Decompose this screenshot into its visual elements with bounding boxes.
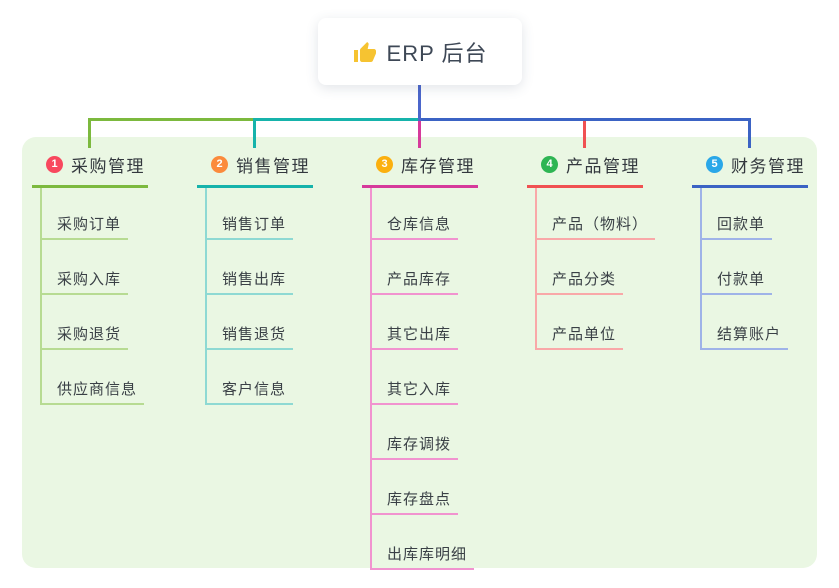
branch-children: 采购订单 采购入库 采购退货 供应商信息: [32, 188, 148, 405]
child-label: 产品分类: [552, 270, 617, 288]
branch-children: 产品（物料） 产品分类 产品单位: [527, 188, 656, 350]
connector-drop-3: [418, 118, 421, 148]
child-label: 仓库信息: [387, 215, 452, 233]
diagram-panel: [22, 137, 817, 568]
child-node[interactable]: 产品分类: [535, 240, 624, 295]
branch-4: 4 产品管理 产品（物料） 产品分类 产品单位: [527, 146, 656, 350]
branch-children: 销售订单 销售出库 销售退货 客户信息: [197, 188, 313, 405]
child-label: 采购退货: [57, 325, 122, 343]
child-label: 采购订单: [57, 215, 122, 233]
child-node[interactable]: 产品（物料）: [535, 188, 656, 240]
root-title: ERP 后台: [386, 40, 488, 66]
connector-drop-2: [253, 118, 256, 148]
branch-child-connector: [40, 188, 42, 405]
child-label: 出库库明细: [387, 545, 468, 563]
branch-children: 回款单 付款单 结算账户: [692, 188, 808, 350]
thumbs-up-icon: [353, 41, 377, 65]
child-label: 其它出库: [387, 325, 452, 343]
child-node[interactable]: 结算账户: [700, 295, 789, 350]
child-label: 产品库存: [387, 270, 452, 288]
branch-5: 5 财务管理 回款单 付款单 结算账户: [692, 146, 808, 350]
branch-child-connector: [205, 188, 207, 405]
child-node[interactable]: 其它入库: [370, 350, 459, 405]
child-node[interactable]: 采购订单: [40, 188, 129, 240]
connector-spine-left: [88, 118, 256, 121]
root-node[interactable]: ERP 后台: [318, 18, 522, 85]
child-node[interactable]: 采购入库: [40, 240, 129, 295]
branch-number-badge: 1: [46, 156, 63, 173]
branch-3: 3 库存管理 仓库信息 产品库存 其它出库 其它入库 库存调拨 库存盘点 出库库…: [362, 146, 478, 570]
child-node[interactable]: 供应商信息: [40, 350, 145, 405]
child-node[interactable]: 客户信息: [205, 350, 294, 405]
branch-header[interactable]: 5 财务管理: [692, 146, 808, 188]
branch-number-badge: 4: [541, 156, 558, 173]
branch-label: 销售管理: [236, 157, 310, 176]
branch-header[interactable]: 1 采购管理: [32, 146, 148, 188]
child-label: 销售退货: [222, 325, 287, 343]
child-label: 回款单: [717, 215, 766, 233]
child-label: 供应商信息: [57, 380, 138, 398]
child-label: 结算账户: [717, 325, 782, 343]
branch-number-badge: 2: [211, 156, 228, 173]
child-label: 产品单位: [552, 325, 617, 343]
branch-child-connector: [535, 188, 537, 350]
connector-drop-5: [748, 118, 751, 148]
child-label: 采购入库: [57, 270, 122, 288]
branch-number-badge: 3: [376, 156, 393, 173]
branch-label: 库存管理: [401, 157, 475, 176]
connector-spine-right: [418, 118, 751, 121]
child-node[interactable]: 销售出库: [205, 240, 294, 295]
child-label: 销售订单: [222, 215, 287, 233]
child-label: 其它入库: [387, 380, 452, 398]
child-node[interactable]: 其它出库: [370, 295, 459, 350]
branch-number-badge: 5: [706, 156, 723, 173]
child-label: 库存调拨: [387, 435, 452, 453]
branch-child-connector: [370, 188, 372, 570]
child-node[interactable]: 产品库存: [370, 240, 459, 295]
child-node[interactable]: 库存调拨: [370, 405, 459, 460]
connector-drop-1: [88, 118, 91, 148]
child-label: 库存盘点: [387, 490, 452, 508]
connector-drop-4: [583, 118, 586, 148]
child-node[interactable]: 库存盘点: [370, 460, 459, 515]
branch-label: 财务管理: [731, 157, 805, 176]
root-connector: [418, 85, 421, 121]
branch-header[interactable]: 3 库存管理: [362, 146, 478, 188]
child-node[interactable]: 出库库明细: [370, 515, 475, 570]
child-label: 付款单: [717, 270, 766, 288]
child-label: 客户信息: [222, 380, 287, 398]
branch-child-connector: [700, 188, 702, 350]
child-label: 产品（物料）: [552, 215, 649, 233]
branch-label: 采购管理: [71, 157, 145, 176]
branch-header[interactable]: 2 销售管理: [197, 146, 313, 188]
child-node[interactable]: 销售退货: [205, 295, 294, 350]
branch-header[interactable]: 4 产品管理: [527, 146, 643, 188]
child-node[interactable]: 仓库信息: [370, 188, 459, 240]
connector-spine-midleft: [253, 118, 421, 121]
child-node[interactable]: 回款单: [700, 188, 773, 240]
child-label: 销售出库: [222, 270, 287, 288]
child-node[interactable]: 产品单位: [535, 295, 624, 350]
branch-2: 2 销售管理 销售订单 销售出库 销售退货 客户信息: [197, 146, 313, 405]
branch-1: 1 采购管理 采购订单 采购入库 采购退货 供应商信息: [32, 146, 148, 405]
child-node[interactable]: 销售订单: [205, 188, 294, 240]
branch-label: 产品管理: [566, 157, 640, 176]
branch-children: 仓库信息 产品库存 其它出库 其它入库 库存调拨 库存盘点 出库库明细: [362, 188, 478, 570]
child-node[interactable]: 采购退货: [40, 295, 129, 350]
child-node[interactable]: 付款单: [700, 240, 773, 295]
